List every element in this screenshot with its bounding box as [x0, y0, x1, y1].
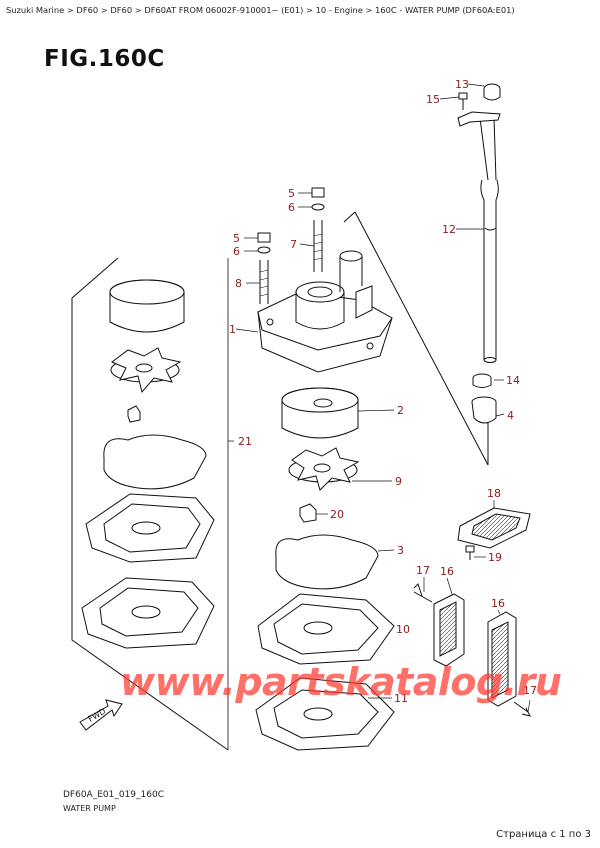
screw-19 — [465, 545, 475, 553]
water-hose — [479, 117, 497, 181]
callout-14[interactable]: 14 — [506, 374, 520, 387]
callout-19[interactable]: 19 — [488, 551, 502, 564]
kit-plate — [85, 493, 215, 563]
breadcrumb[interactable]: Suzuki Marine > DF60 > DF60 > DF60AT FRO… — [6, 5, 515, 15]
callout-2[interactable]: 2 — [397, 404, 404, 417]
figure-title: FIG.160C — [44, 46, 165, 72]
callout-4[interactable]: 4 — [507, 409, 514, 422]
callout-9[interactable]: 9 — [395, 475, 402, 488]
callout-8[interactable]: 8 — [235, 277, 242, 290]
hose-bracket — [457, 111, 501, 127]
callout-1[interactable]: 1 — [229, 323, 236, 336]
callout-10[interactable]: 10 — [396, 623, 410, 636]
stud-7 — [313, 220, 323, 272]
liner-2 — [281, 387, 359, 439]
screw-17b — [513, 701, 531, 717]
grille-16a — [433, 593, 465, 667]
callout-16b[interactable]: 16 — [491, 597, 505, 610]
kit-outline — [71, 257, 229, 751]
figure-code: DF60A_E01_019_160C — [63, 790, 164, 800]
washer-6a — [311, 203, 325, 211]
cover-18 — [457, 507, 531, 549]
callout-6a[interactable]: 6 — [288, 201, 295, 214]
kit-liner — [109, 279, 185, 333]
callout-6b[interactable]: 6 — [233, 245, 240, 258]
leader-lines — [228, 83, 531, 713]
nut-5a — [311, 187, 325, 198]
callout-17a[interactable]: 17 — [416, 564, 430, 577]
callout-20[interactable]: 20 — [330, 508, 344, 521]
gasket-3 — [275, 534, 379, 590]
kit-key — [127, 405, 141, 423]
plate-10 — [257, 593, 395, 665]
callout-5a[interactable]: 5 — [288, 187, 295, 200]
callout-21[interactable]: 21 — [238, 435, 252, 448]
callout-13[interactable]: 13 — [455, 78, 469, 91]
callout-12[interactable]: 12 — [442, 223, 456, 236]
nut-5b — [257, 232, 271, 243]
gasket-11 — [255, 677, 395, 751]
fwd-arrow — [79, 699, 123, 731]
bolt-8 — [259, 260, 269, 304]
callout-16a[interactable]: 16 — [440, 565, 454, 578]
callout-5b[interactable]: 5 — [233, 232, 240, 245]
callout-labels: 13 15 5 6 5 6 7 8 12 1 14 4 2 21 9 18 20… — [229, 78, 537, 705]
callout-7[interactable]: 7 — [290, 238, 297, 251]
pump-case-1 — [257, 250, 393, 373]
washer-6b — [257, 246, 271, 254]
callout-11[interactable]: 11 — [394, 692, 408, 705]
watermark-text: www.partskatalog.ru — [120, 660, 562, 704]
callout-3[interactable]: 3 — [397, 544, 404, 557]
grille-16b — [487, 611, 517, 707]
callout-18[interactable]: 18 — [487, 487, 501, 500]
screw-15 — [458, 92, 468, 100]
kit-gasket-plate — [81, 577, 215, 649]
figure-caption: WATER PUMP — [63, 804, 116, 813]
callout-17b[interactable]: 17 — [523, 684, 537, 697]
key-20 — [299, 503, 317, 523]
page-counter: Страница с 1 по 3 — [496, 829, 591, 840]
impeller-9 — [288, 447, 360, 491]
kit-impeller — [110, 347, 182, 394]
screw-17a — [413, 583, 433, 603]
callout-15[interactable]: 15 — [426, 93, 440, 106]
kit-gasket — [103, 434, 207, 490]
